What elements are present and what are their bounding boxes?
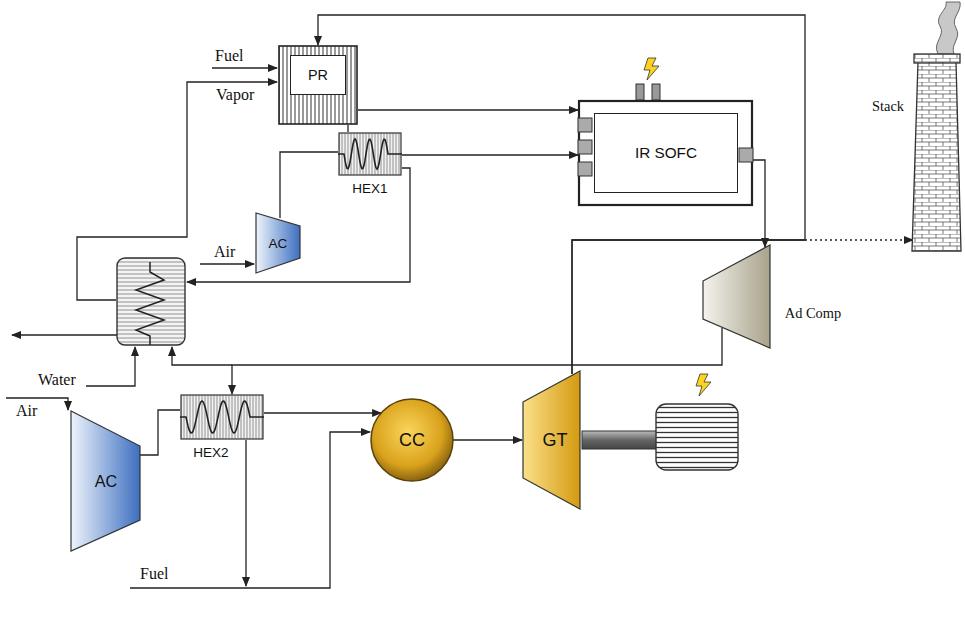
compressor-symbol: Ad Comp: [700, 243, 848, 349]
component-label: Ad Comp: [780, 303, 846, 323]
component-label: PR: [290, 55, 346, 95]
flow-line: [264, 413, 381, 414]
flow-line-segment: [140, 410, 180, 455]
flow-line-segment: [572, 240, 805, 374]
flow-line: [402, 155, 578, 156]
hex2-outlet-line: [245, 440, 246, 586]
fuel-inlet-line: [130, 432, 370, 588]
flow-line-segment: [232, 328, 722, 394]
component-label: GT: [528, 370, 582, 510]
flow-line: [232, 328, 722, 394]
component-label: CC: [370, 398, 454, 482]
reformer-box: PR: [278, 45, 358, 125]
stack-chimney-outline: [862, 2, 963, 252]
flow-line-segment: [358, 109, 578, 110]
combustor-circle: CC: [370, 398, 454, 482]
fuel-inlet-line: [212, 67, 277, 68]
stream-label: Fuel: [140, 565, 168, 583]
generator: [582, 374, 738, 470]
compressor-symbol-outline: [700, 243, 848, 349]
flow-line: [572, 240, 913, 374]
flow-line: [753, 160, 765, 247]
flow-line: [453, 440, 522, 441]
flow-line: [358, 110, 578, 111]
flow-line-segment: [280, 152, 338, 218]
hex1-outlet-line: [187, 168, 410, 282]
sofc-terminals: [636, 58, 660, 100]
flow-line: [140, 410, 180, 455]
flow-line-segment: [264, 412, 381, 413]
stream-label: Vapor: [216, 86, 254, 104]
exhaust-outlet-line: [12, 334, 117, 335]
turbine-symbol: GT: [522, 370, 582, 510]
component-label: HEX2: [180, 442, 242, 462]
flow-line-segment: [453, 439, 522, 440]
component-label: AC: [70, 410, 142, 552]
component-label: IR SOFC: [594, 113, 738, 193]
air-inlet-line: [200, 263, 254, 264]
stream-label: Air: [214, 243, 235, 261]
component-label: AC: [255, 212, 301, 274]
heat-exchanger: HEX1: [338, 132, 402, 198]
gas-to-heater-line: [172, 347, 232, 365]
water-inlet-line: [86, 347, 135, 386]
stack-chimney: Stack: [862, 2, 963, 252]
component-label: HEX1: [338, 178, 402, 198]
compressor-symbol: AC: [255, 212, 301, 274]
stream-label: Fuel: [215, 47, 243, 65]
heat-exchanger: HEX2: [180, 394, 264, 466]
flow-line-segment: [753, 160, 765, 247]
flow-line: [348, 125, 349, 132]
stream-label: Water: [38, 371, 76, 389]
flow-line-segment: [347, 125, 348, 132]
fuel-cell-box: IR SOFC: [578, 100, 753, 206]
flow-line: [280, 152, 338, 218]
compressor-symbol: AC: [70, 410, 142, 552]
stream-label: Air: [16, 402, 37, 420]
flow-line: [318, 15, 805, 374]
component-label: Stack: [864, 96, 912, 116]
flow-line-segment: [318, 15, 805, 374]
flow-line-segment: [805, 239, 913, 240]
heat-recovery-drum: [117, 258, 185, 345]
flow-line-segment: [402, 154, 578, 155]
